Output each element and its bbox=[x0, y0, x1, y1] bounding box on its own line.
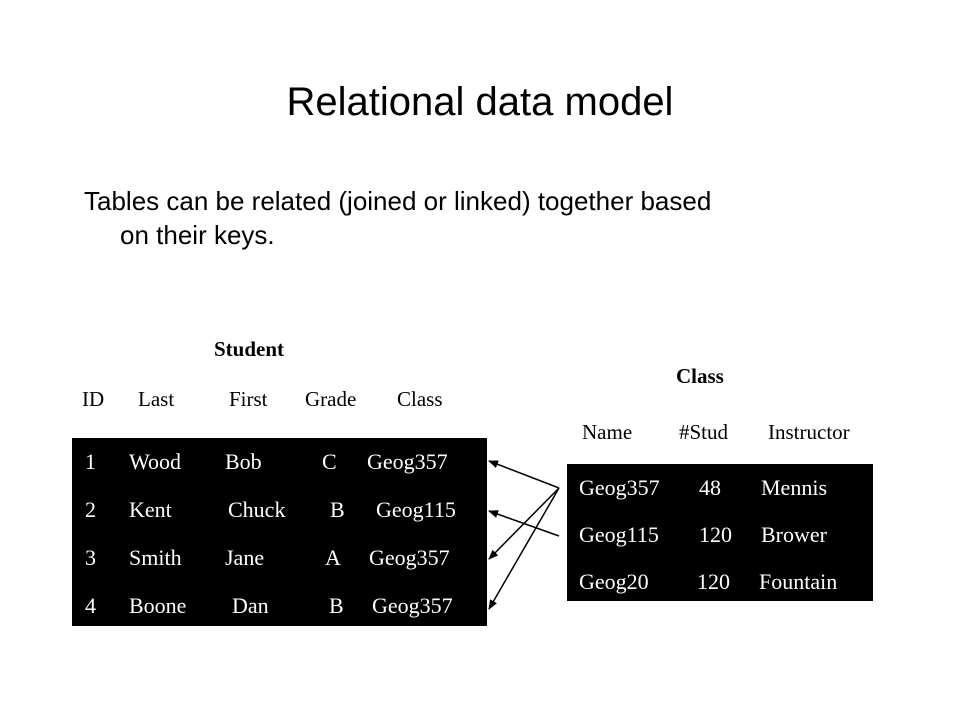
cell-class: Geog357 bbox=[372, 593, 453, 618]
cell-first: Bob bbox=[225, 449, 262, 474]
cell-grade: B bbox=[329, 593, 344, 618]
cell-grade: C bbox=[322, 449, 337, 474]
body-line-2: on their keys. bbox=[120, 220, 275, 250]
cell-first: Dan bbox=[232, 593, 269, 618]
slide-title: Relational data model bbox=[286, 80, 674, 124]
student-header-first: First bbox=[229, 387, 268, 411]
student-header-grade: Grade bbox=[305, 387, 357, 411]
student-header-last: Last bbox=[138, 387, 175, 411]
cell-name: Geog20 bbox=[579, 569, 649, 594]
link-arrow bbox=[488, 487, 560, 610]
student-table-caption: Student bbox=[214, 337, 285, 361]
cell-last: Boone bbox=[129, 593, 187, 618]
cell-id: 4 bbox=[85, 593, 96, 618]
student-header-id: ID bbox=[82, 387, 105, 411]
cell-id: 1 bbox=[85, 449, 96, 474]
cell-instructor: Fountain bbox=[759, 569, 838, 594]
cell-id: 3 bbox=[85, 545, 96, 570]
cell-class: Geog115 bbox=[376, 497, 456, 522]
cell-class: Geog357 bbox=[367, 449, 448, 474]
cell-instructor: Brower bbox=[761, 522, 827, 547]
body-line-1: Tables can be related (joined or linked)… bbox=[84, 186, 712, 216]
cell-last: Kent bbox=[129, 497, 172, 522]
student-table: 1 Wood Bob C Geog357 2 Kent Chuck B Geog… bbox=[72, 438, 487, 626]
cell-first: Chuck bbox=[228, 497, 286, 522]
class-header-stud: #Stud bbox=[679, 420, 729, 444]
cell-grade: B bbox=[330, 497, 345, 522]
cell-name: Geog357 bbox=[579, 475, 660, 500]
cell-stud: 48 bbox=[699, 475, 721, 500]
cell-first: Jane bbox=[225, 545, 265, 570]
link-arrow bbox=[488, 460, 560, 489]
cell-last: Wood bbox=[129, 449, 182, 474]
cell-id: 2 bbox=[85, 497, 96, 522]
class-header-instructor: Instructor bbox=[768, 420, 850, 444]
class-header-name: Name bbox=[582, 420, 633, 444]
cell-last: Smith bbox=[129, 545, 182, 570]
cell-stud: 120 bbox=[699, 522, 732, 547]
cell-stud: 120 bbox=[697, 569, 730, 594]
cell-class: Geog357 bbox=[369, 545, 450, 570]
student-header-class: Class bbox=[397, 387, 443, 411]
link-arrow bbox=[488, 487, 560, 560]
body-text: Tables can be related (joined or linked)… bbox=[84, 184, 884, 252]
class-table: Geog357 48 Mennis Geog115 120 Brower Geo… bbox=[567, 464, 873, 601]
cell-instructor: Mennis bbox=[761, 475, 827, 500]
class-table-caption: Class bbox=[676, 364, 724, 388]
cell-grade: A bbox=[325, 545, 341, 570]
cell-name: Geog115 bbox=[579, 522, 659, 547]
